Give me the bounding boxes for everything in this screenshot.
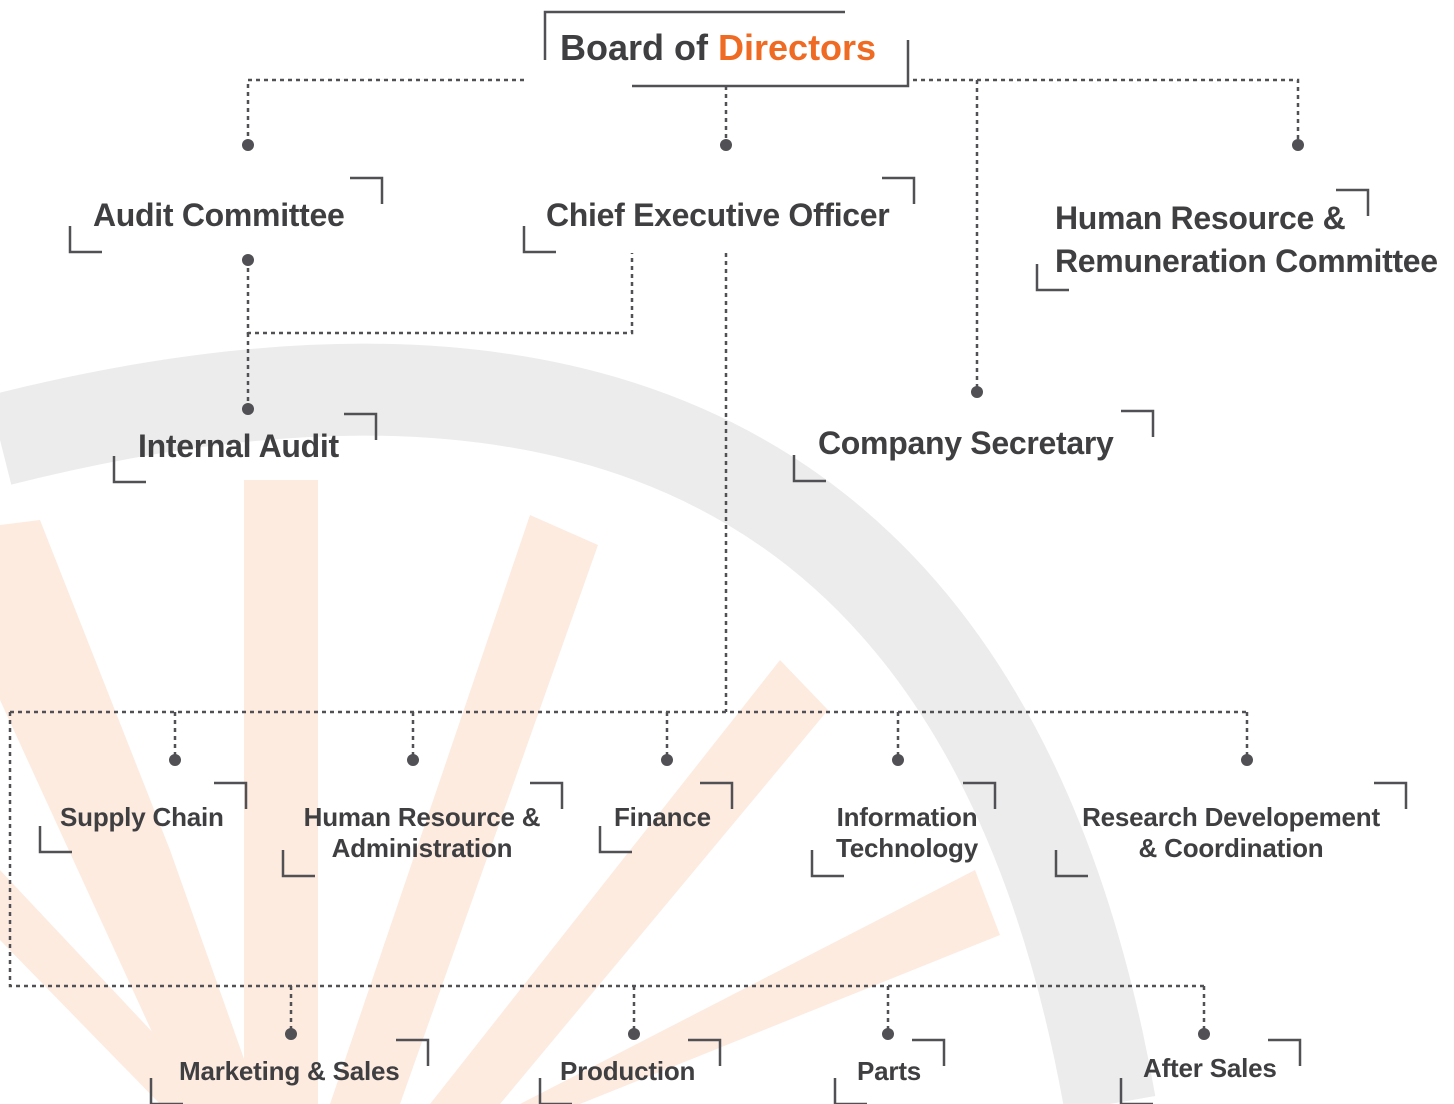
corner-bracket-top-right	[912, 1038, 946, 1066]
board-frame-bottom	[632, 40, 910, 88]
connector-dot	[285, 1028, 297, 1040]
wheel-spoke	[430, 660, 828, 1104]
connector-dot	[892, 754, 904, 766]
corner-bracket-bottom-left	[1119, 1078, 1153, 1104]
corner-bracket-bottom-left	[522, 226, 556, 254]
corner-bracket-bottom-left	[810, 850, 844, 878]
dept-supply-chain: Supply Chain	[60, 802, 224, 832]
connector-dot	[407, 754, 419, 766]
hr-committee-line2: Remuneration Committee	[1055, 243, 1438, 279]
dept-label-line2: & Coordination	[1138, 833, 1324, 863]
dept-production: Production	[560, 1056, 696, 1086]
connector-dot	[661, 754, 673, 766]
corner-bracket-bottom-left	[149, 1078, 183, 1104]
dept-label-line1: Human Resource &	[303, 802, 541, 832]
corner-bracket-bottom-left	[1035, 264, 1069, 292]
wheel-spokes	[0, 480, 1000, 1104]
corner-bracket-top-right	[963, 781, 997, 809]
dept-research-development: Research Developement & Coordination	[1070, 802, 1392, 864]
dept-label-line1: Research Developement	[1082, 802, 1380, 832]
connector-dot	[882, 1028, 894, 1040]
board-of-directors: Board of Directors	[560, 27, 876, 69]
connector-dot	[1241, 754, 1253, 766]
connector-dot	[169, 754, 181, 766]
corner-bracket-top-right	[700, 781, 734, 809]
corner-bracket-bottom-left	[38, 826, 72, 854]
corner-bracket-top-right	[396, 1038, 430, 1066]
wheel-spoke	[330, 515, 598, 1104]
corner-bracket-top-right	[530, 781, 564, 809]
corner-bracket-top-right	[214, 781, 248, 809]
corner-bracket-bottom-left	[68, 226, 102, 254]
connector-line	[913, 78, 1300, 145]
wheel-spoke	[0, 520, 260, 1104]
connector-line	[8, 712, 1204, 988]
corner-bracket-bottom-left	[833, 1078, 867, 1104]
connector-dot	[628, 1028, 640, 1040]
corner-bracket-top-right	[688, 1038, 722, 1066]
wheel-rim	[0, 343, 1156, 1104]
dept-marketing-sales: Marketing & Sales	[179, 1056, 400, 1086]
corner-bracket-top-right	[1121, 409, 1155, 437]
dept-hr-administration: Human Resource & Administration	[297, 802, 547, 864]
corner-bracket-bottom-left	[598, 826, 632, 854]
dept-label-line2: Technology	[836, 833, 978, 863]
dept-after-sales: After Sales	[1143, 1053, 1277, 1083]
connector-dot	[242, 139, 254, 151]
dept-finance: Finance	[614, 802, 711, 832]
connector-dot	[720, 139, 732, 151]
audit-committee: Audit Committee	[93, 197, 345, 233]
corner-bracket-top-right	[882, 176, 916, 204]
corner-bracket-top-right	[1374, 781, 1408, 809]
corner-bracket-bottom-left	[792, 455, 826, 483]
connector-dot	[971, 386, 983, 398]
corner-bracket-top-right	[1336, 188, 1370, 216]
connector-dot	[1198, 1028, 1210, 1040]
corner-bracket-top-right	[344, 412, 378, 440]
dept-label-line2: Administration	[331, 833, 513, 863]
internal-audit: Internal Audit	[138, 428, 339, 464]
dept-parts: Parts	[857, 1056, 922, 1086]
board-frame-top	[543, 10, 845, 60]
connector-line	[246, 78, 524, 145]
dept-information-technology: Information Technology	[822, 802, 992, 864]
connector-dot	[1292, 139, 1304, 151]
hr-committee-line1: Human Resource &	[1055, 200, 1346, 236]
corner-bracket-top-right	[1268, 1038, 1302, 1066]
corner-bracket-bottom-left	[538, 1078, 572, 1104]
chief-executive-officer: Chief Executive Officer	[546, 197, 890, 233]
board-title-highlight: Directors	[718, 27, 877, 68]
connector-line	[246, 253, 634, 335]
corner-bracket-bottom-left	[1054, 850, 1088, 878]
wheel-spoke	[244, 480, 318, 1104]
board-title: Board of	[560, 27, 708, 68]
wheel-spoke	[0, 870, 220, 1104]
dept-label-line1: Information	[836, 802, 978, 832]
corner-bracket-top-right	[350, 176, 384, 204]
company-secretary: Company Secretary	[818, 425, 1114, 461]
hr-remuneration-committee: Human Resource & Remuneration Committee	[1055, 197, 1438, 283]
corner-bracket-bottom-left	[281, 850, 315, 878]
corner-bracket-bottom-left	[112, 456, 146, 484]
connector-dot	[242, 403, 254, 415]
